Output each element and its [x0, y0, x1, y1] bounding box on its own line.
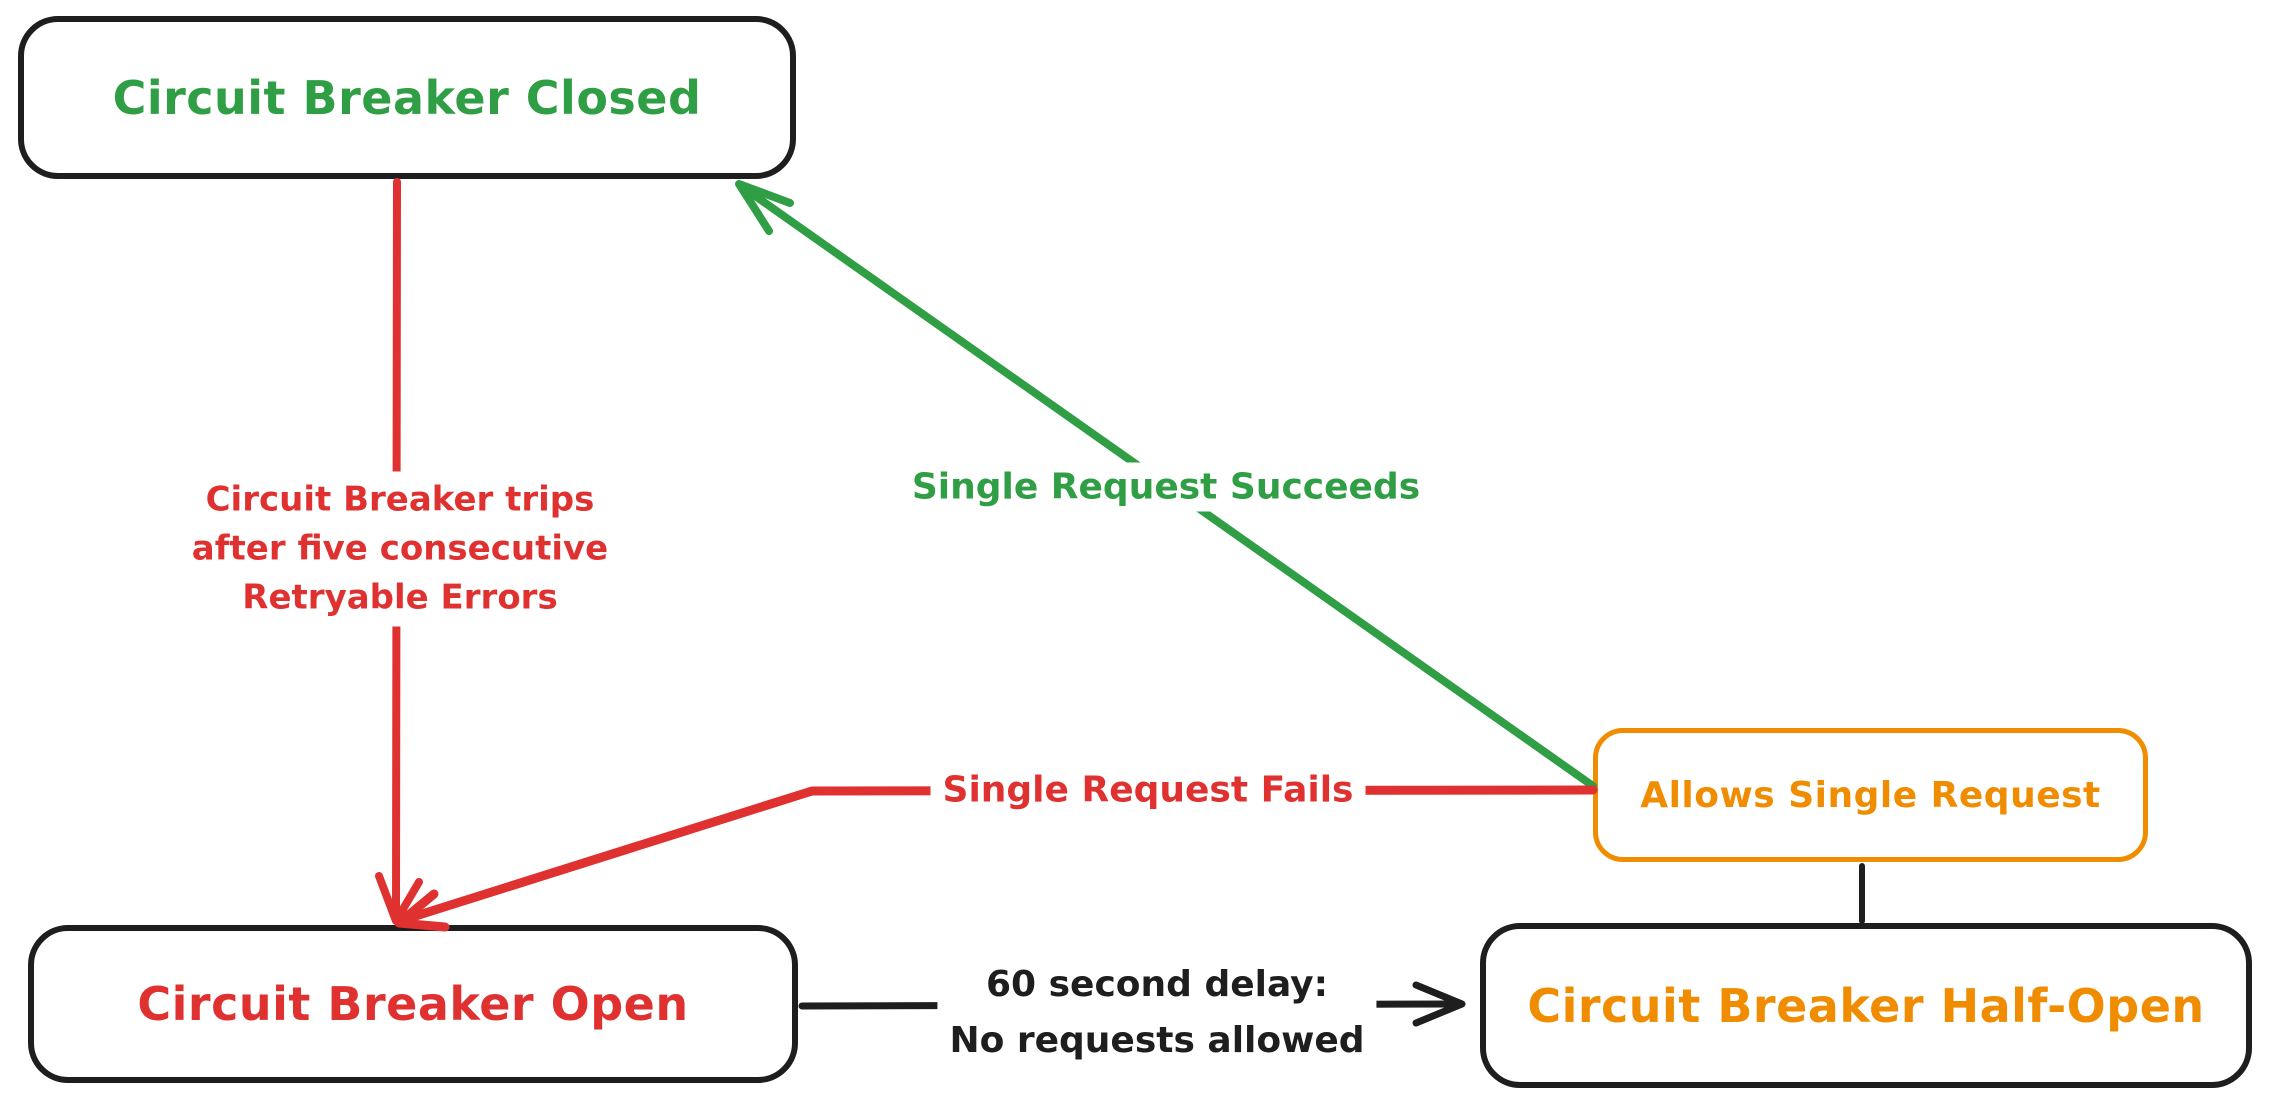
arrow-succeeds-head — [735, 180, 794, 235]
edge-label-succeeds: Single Request Succeeds — [899, 462, 1433, 512]
state-node-circuit-breaker-half-open: Circuit Breaker Half-Open — [1480, 923, 2252, 1088]
edge-label-delay-line2: No requests allowed — [949, 1020, 1365, 1061]
edge-label-trips: Circuit Breaker trips after five consecu… — [179, 471, 621, 627]
arrow-delay-head — [1412, 981, 1466, 1027]
state-node-allows-single-request: Allows Single Request — [1593, 728, 2148, 862]
edge-label-trips-line1: Circuit Breaker trips — [205, 479, 595, 520]
state-label-closed: Circuit Breaker Closed — [112, 70, 702, 125]
arrow-trips-head — [375, 872, 423, 925]
state-label-open: Circuit Breaker Open — [137, 977, 689, 1031]
edge-label-delay: 60 second delay: No requests allowed — [937, 953, 1377, 1073]
edge-label-trips-line2: after five consecutive — [191, 528, 609, 569]
state-node-circuit-breaker-closed: Circuit Breaker Closed — [18, 16, 796, 179]
state-node-circuit-breaker-open: Circuit Breaker Open — [28, 925, 798, 1083]
state-label-half-open: Circuit Breaker Half-Open — [1527, 978, 2205, 1033]
state-label-allows-single-request: Allows Single Request — [1640, 774, 2101, 816]
edge-label-trips-line3: Retryable Errors — [242, 577, 558, 618]
edge-label-fails: Single Request Fails — [930, 765, 1366, 815]
edge-label-delay-line1: 60 second delay: — [985, 964, 1329, 1005]
arrow-fails-head — [394, 889, 450, 932]
